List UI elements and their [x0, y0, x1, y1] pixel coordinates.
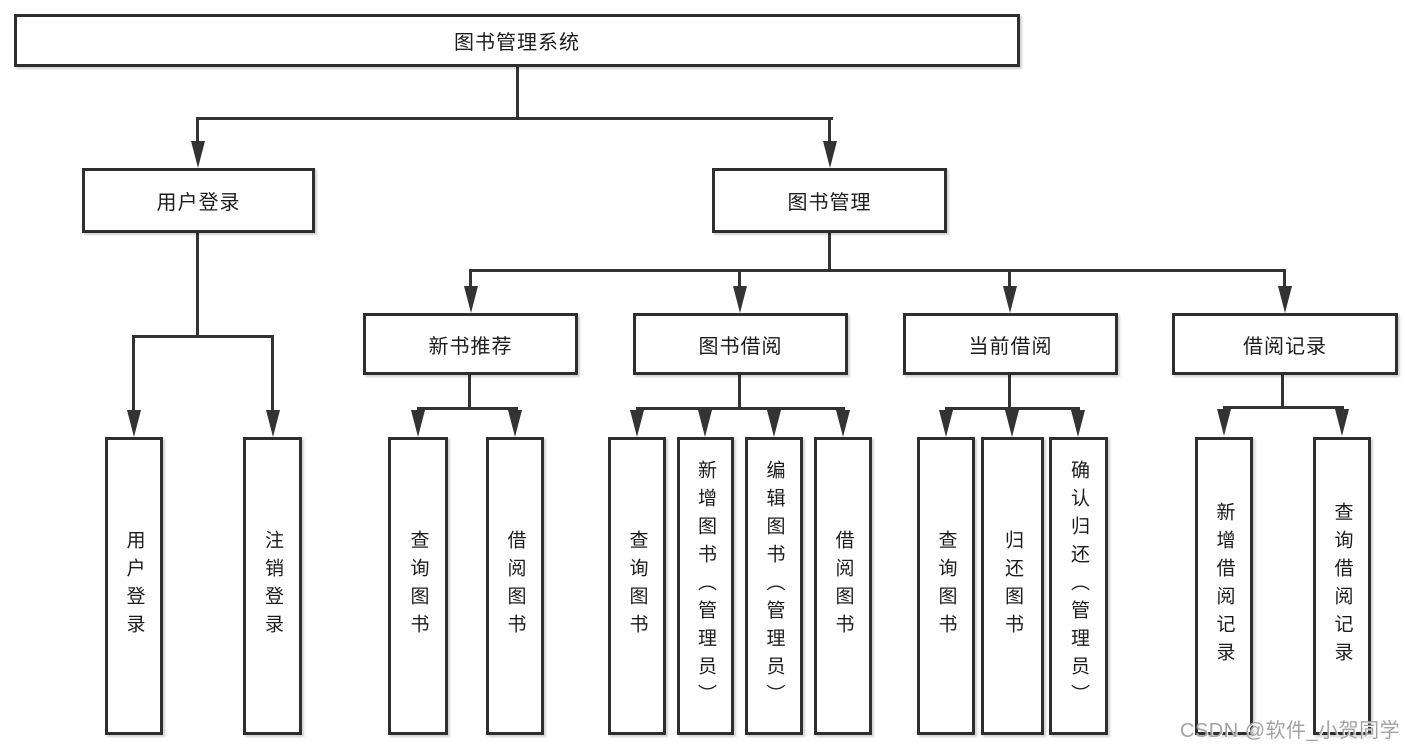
arrowhead-down-icon — [464, 286, 478, 313]
node-borrowing-records: 借阅记录 — [1172, 313, 1398, 375]
node-label: 查询图书 — [407, 530, 429, 642]
arrowhead-down-icon — [733, 286, 747, 313]
connector-line — [828, 119, 831, 147]
arrowhead-down-icon — [411, 410, 425, 437]
arrowhead-down-icon — [508, 410, 522, 437]
leaf-query-books-recommend: 查询图书 — [388, 437, 448, 735]
arrowhead-down-icon — [836, 410, 850, 437]
node-book-management: 图书管理 — [712, 168, 947, 233]
connector-line — [417, 407, 518, 410]
arrowhead-down-icon — [127, 410, 141, 437]
node-label: 用户登录 — [123, 530, 145, 642]
connector-line — [196, 233, 199, 337]
connector-line — [469, 271, 472, 289]
connector-line — [132, 337, 135, 413]
connector-line — [468, 375, 471, 409]
node-label: 查询借阅记录 — [1331, 502, 1353, 670]
node-label: 图书借阅 — [698, 335, 783, 358]
node-label: 借阅图书 — [504, 530, 526, 642]
node-label: 注销登录 — [262, 530, 283, 642]
connector-line — [738, 271, 741, 289]
arrowhead-down-icon — [1217, 409, 1231, 436]
arrowhead-down-icon — [939, 410, 953, 437]
node-current-borrowing: 当前借阅 — [903, 313, 1118, 375]
node-label: 当前借阅 — [968, 335, 1053, 358]
arrowhead-down-icon — [823, 141, 837, 168]
arrowhead-down-icon — [1335, 409, 1349, 436]
connector-line — [196, 117, 833, 120]
node-new-book-recommend: 新书推荐 — [363, 313, 578, 375]
arrowhead-down-icon — [1278, 286, 1292, 313]
leaf-add-borrow-record: 新增借阅记录 — [1195, 437, 1253, 735]
arrowhead-down-icon — [1071, 410, 1085, 437]
arrowhead-down-icon — [266, 410, 280, 437]
connector-line — [945, 407, 1080, 410]
arrowhead-down-icon — [1003, 286, 1017, 313]
connector-line — [516, 67, 519, 120]
arrowhead-down-icon — [767, 410, 781, 437]
arrowhead-down-icon — [698, 410, 712, 437]
node-label: 图书管理系统 — [454, 32, 580, 54]
leaf-query-books-borrowing: 查询图书 — [608, 437, 666, 735]
node-label: 用户登录 — [156, 192, 241, 214]
connector-line — [828, 233, 831, 271]
node-label: 新增图书（管理员） — [695, 460, 716, 712]
arrowhead-down-icon — [1005, 410, 1019, 437]
leaf-return-books: 归还图书 — [981, 437, 1044, 735]
leaf-borrow-books-recommend: 借阅图书 — [486, 437, 544, 735]
connector-line — [1223, 406, 1344, 409]
node-root: 图书管理系统 — [14, 14, 1020, 67]
node-label: 借阅记录 — [1243, 335, 1327, 358]
node-label: 借阅图书 — [832, 530, 854, 642]
leaf-query-borrow-record: 查询借阅记录 — [1313, 437, 1371, 735]
node-label: 新书推荐 — [428, 335, 513, 358]
leaf-add-book-admin: 新增图书（管理员） — [677, 437, 734, 735]
node-label: 新增借阅记录 — [1213, 502, 1235, 670]
leaf-user-login: 用户登录 — [105, 437, 163, 735]
node-label: 查询图书 — [935, 530, 957, 642]
arrowhead-down-icon — [191, 141, 205, 168]
node-label: 归还图书 — [1002, 530, 1023, 642]
connector-line — [636, 407, 845, 410]
leaf-logout: 注销登录 — [243, 437, 302, 735]
leaf-query-books-current: 查询图书 — [917, 437, 975, 735]
connector-line — [469, 269, 1286, 272]
leaf-edit-book-admin: 编辑图书（管理员） — [745, 437, 803, 735]
leaf-confirm-return-admin: 确认归还（管理员） — [1049, 437, 1108, 735]
node-label: 图书管理 — [787, 192, 872, 214]
connector-line — [1008, 271, 1011, 289]
watermark: CSDN @软件_小贺同学 — [1180, 720, 1401, 742]
leaf-borrow-books-borrowing: 借阅图书 — [814, 437, 872, 735]
connector-line — [1281, 375, 1284, 408]
connector-line — [196, 119, 199, 147]
connector-line — [1008, 375, 1011, 409]
connector-line — [132, 335, 274, 338]
arrowhead-down-icon — [630, 410, 644, 437]
connector-line — [271, 337, 274, 413]
node-label: 编辑图书（管理员） — [763, 460, 785, 712]
node-label: 查询图书 — [626, 530, 648, 642]
node-book-borrowing: 图书借阅 — [633, 313, 848, 375]
node-label: 确认归还（管理员） — [1068, 460, 1089, 712]
connector-line — [738, 375, 741, 409]
node-user-login: 用户登录 — [82, 168, 315, 233]
connector-line — [1283, 271, 1286, 289]
